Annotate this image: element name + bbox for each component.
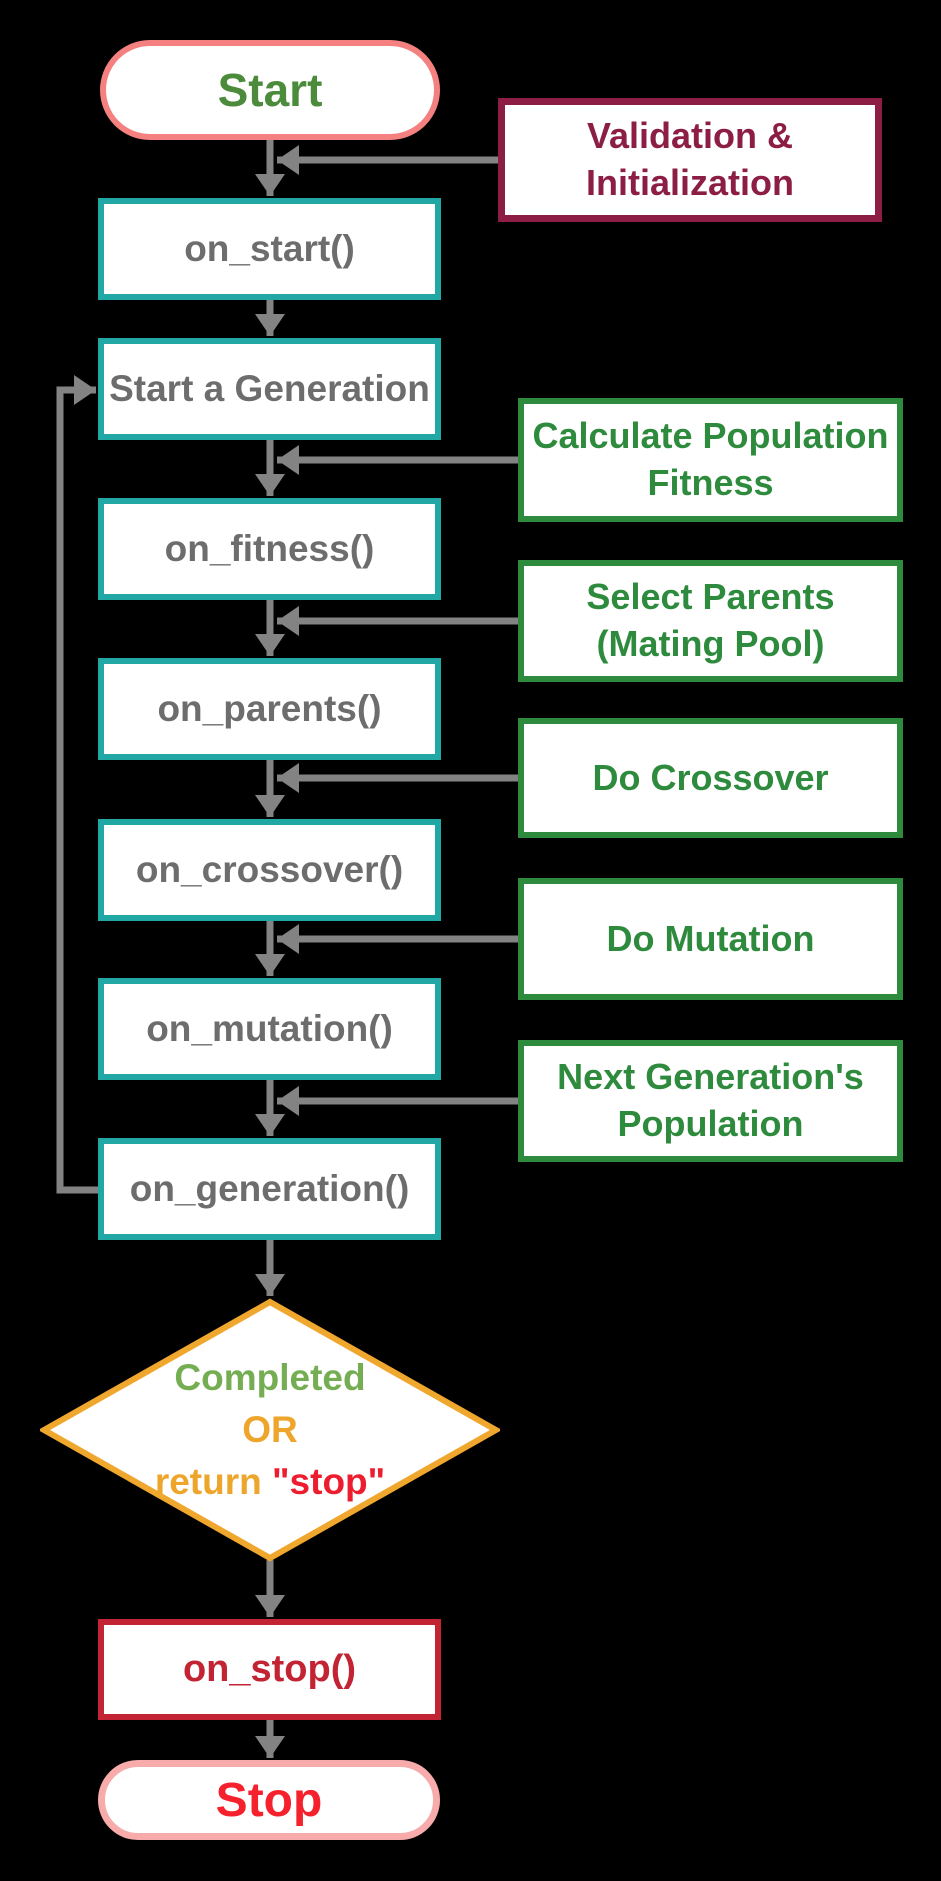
start-node: Start [100, 40, 440, 140]
step-label: on_crossover() [135, 849, 404, 890]
decision-diamond: Completed OR return "stop" [40, 1298, 500, 1562]
callout-do-crossover: Do Crossover [518, 718, 903, 838]
callout-validation-initialization: Validation & Initialization [498, 98, 882, 222]
return-keyword: return [154, 1461, 272, 1502]
step-label: on_mutation() [146, 1008, 393, 1049]
callout-line: Next Generation's [557, 1056, 864, 1098]
callout-line: Initialization [585, 162, 794, 203]
callout-do-mutation: Do Mutation [518, 878, 903, 1000]
step-label: on_fitness() [164, 528, 375, 569]
callout-next-generations-population: Next Generation's Population [518, 1040, 903, 1162]
step-on-stop: on_stop() [98, 1619, 441, 1720]
step-label: Start a Generation [109, 368, 430, 409]
step-on-mutation: on_mutation() [98, 978, 441, 1080]
callout-line: (Mating Pool) [596, 623, 825, 664]
callout-line: Calculate Population [532, 415, 889, 457]
step-start-a-generation: Start a Generation [98, 338, 441, 440]
step-label: on_parents() [157, 688, 382, 729]
callout-line: Do Mutation [606, 917, 815, 959]
decision-line-or: OR [242, 1409, 298, 1450]
step-on-start: on_start() [98, 198, 441, 300]
step-label: on_stop() [182, 1648, 357, 1690]
step-on-generation: on_generation() [98, 1138, 441, 1240]
stop-label: Stop [215, 1773, 323, 1827]
start-label: Start [217, 64, 323, 116]
callout-line: Fitness [647, 462, 774, 503]
stop-node: Stop [98, 1760, 440, 1840]
step-on-fitness: on_fitness() [98, 498, 441, 600]
stop-literal: "stop" [272, 1461, 386, 1502]
callout-calculate-population-fitness: Calculate Population Fitness [518, 398, 903, 522]
callout-line: Do Crossover [592, 756, 829, 798]
decision-diamond-shape [40, 1298, 500, 1562]
callout-line: Population [617, 1103, 804, 1144]
decision-label: Completed OR return "stop" [40, 1298, 500, 1562]
step-label: on_start() [184, 228, 355, 269]
step-on-crossover: on_crossover() [98, 819, 441, 921]
decision-line-return: return "stop" [155, 1456, 385, 1508]
callout-line: Validation & [586, 115, 794, 157]
step-on-parents: on_parents() [98, 658, 441, 760]
step-label: on_generation() [129, 1168, 410, 1209]
callout-line: Select Parents [586, 576, 835, 618]
decision-line-completed: Completed [174, 1357, 366, 1398]
loop-back-arrow [56, 375, 98, 1194]
callout-select-parents: Select Parents (Mating Pool) [518, 560, 903, 682]
